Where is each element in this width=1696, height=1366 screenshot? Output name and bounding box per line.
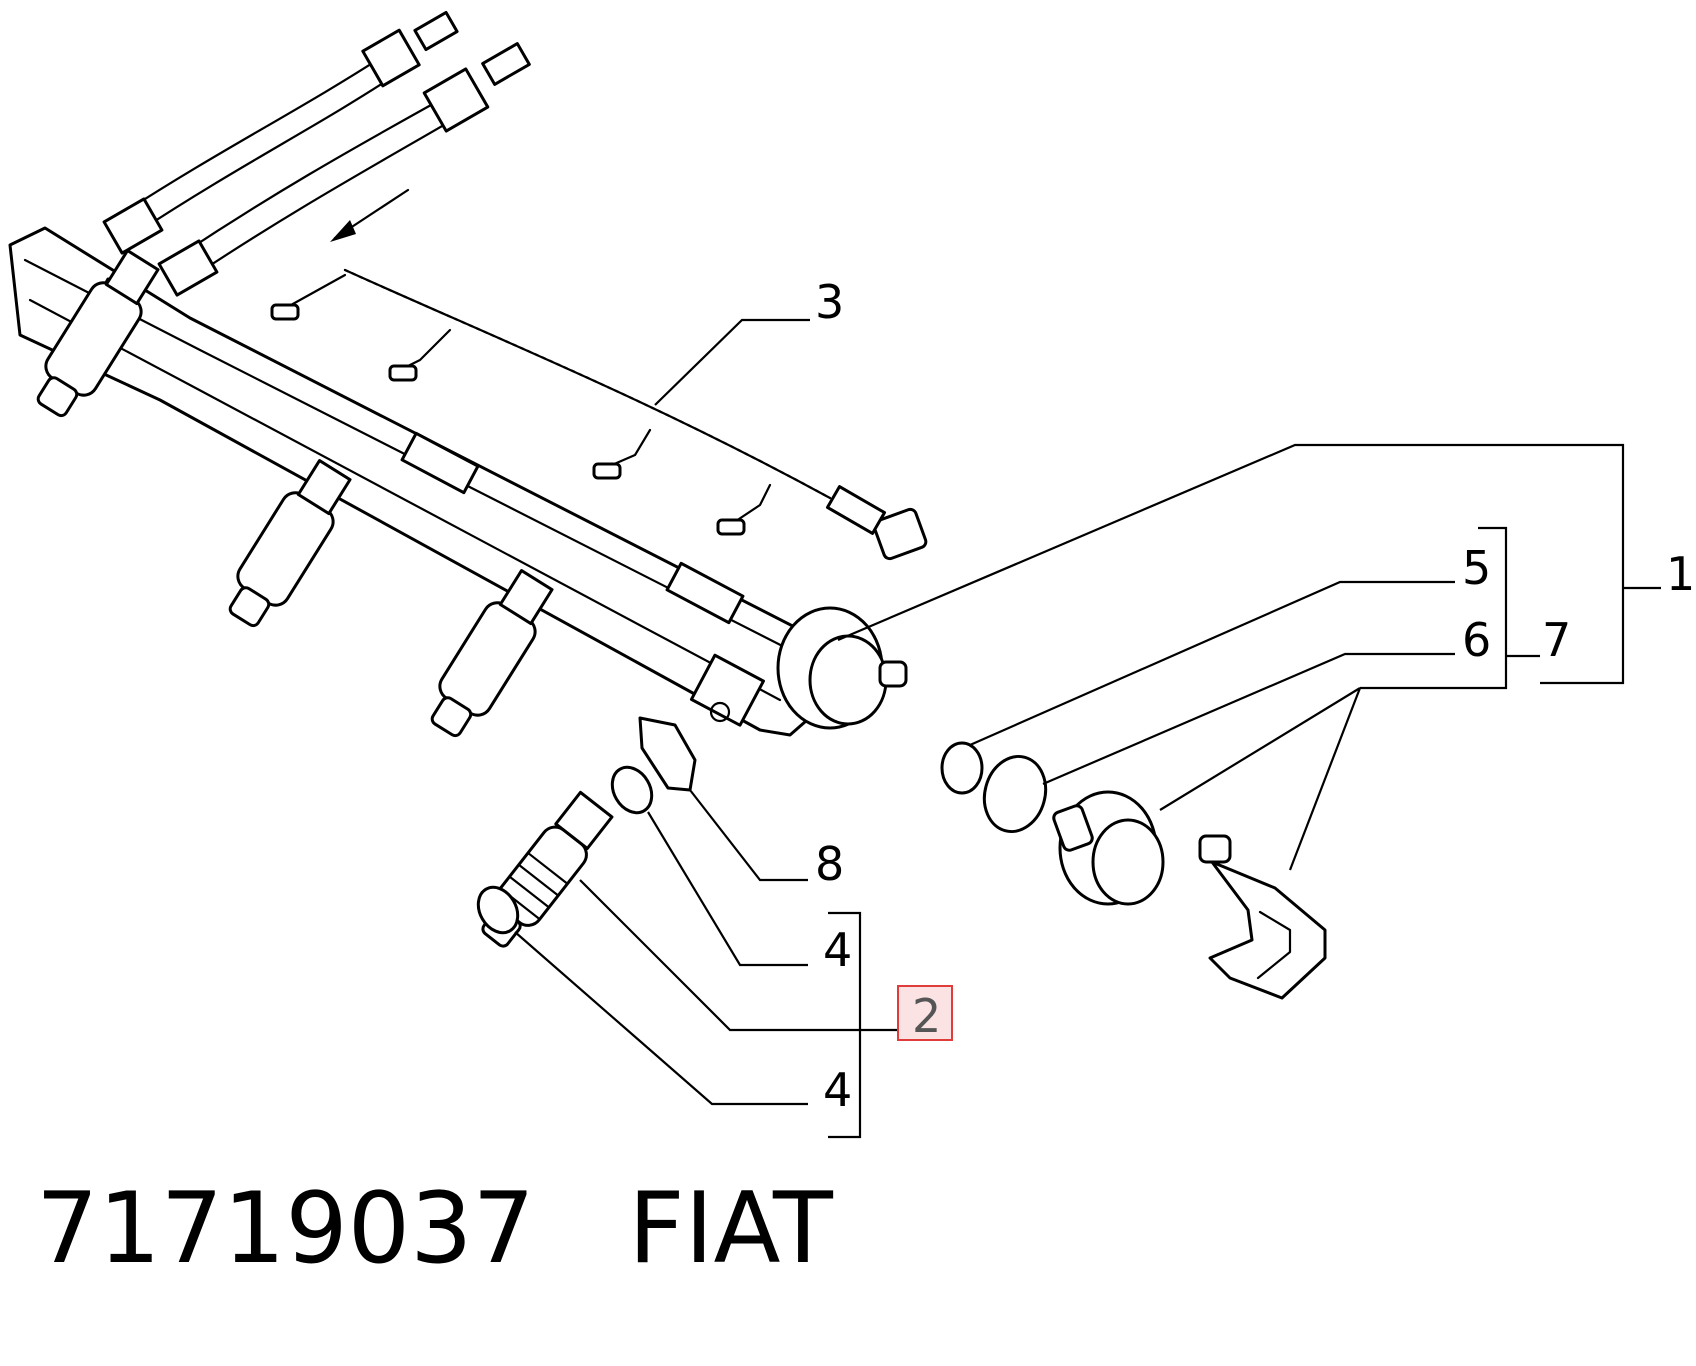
flow-direction-arrow: [330, 188, 410, 242]
fuel-rail: [8, 226, 908, 737]
leader-lines: [514, 318, 1661, 1139]
part-number: 71719037: [36, 1172, 535, 1286]
wiring-harness: [270, 268, 928, 561]
callout-3: 3: [815, 275, 844, 329]
callout-7: 7: [1542, 613, 1571, 667]
regulator-set: [940, 741, 1327, 1000]
callout-1: 1: [1666, 547, 1695, 601]
part-caption: 71719037 FIAT: [36, 1180, 833, 1278]
brand-name: FIAT: [628, 1172, 833, 1286]
callout-8: 8: [815, 837, 844, 891]
callout-4-lower: 4: [823, 1063, 852, 1117]
callout-6: 6: [1462, 613, 1491, 667]
injectors-on-rail: [36, 249, 554, 738]
callout-5: 5: [1462, 541, 1491, 595]
callout-2: 2: [912, 989, 941, 1043]
injector-exploded: [476, 716, 697, 948]
callout-4-upper: 4: [823, 923, 852, 977]
fuel-hoses: [102, 10, 531, 297]
callout-2-highlight: [897, 985, 953, 1041]
